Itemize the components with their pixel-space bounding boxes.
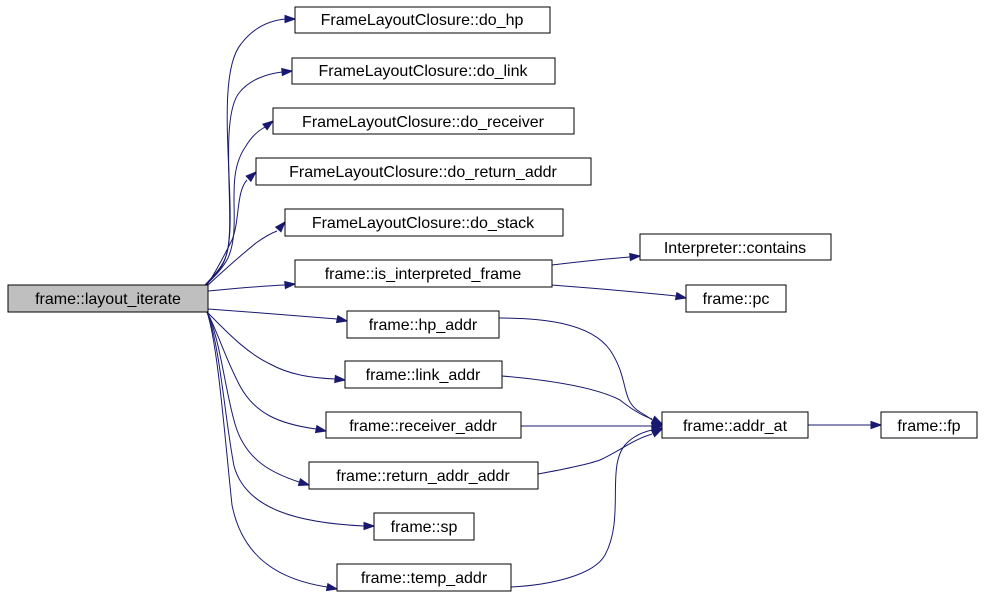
- edge-layout-iterate-to-temp-addr: [206, 311, 339, 592]
- node-do-return-addr[interactable]: FrameLayoutClosure::do_return_addr: [255, 157, 592, 186]
- arrowhead: [335, 314, 349, 324]
- call-edges: [204, 14, 883, 592]
- node-label: frame::return_addr_addr: [336, 468, 510, 485]
- edge-line: [207, 284, 286, 292]
- arrowhead: [314, 424, 328, 434]
- arrowhead: [334, 374, 347, 384]
- edge-link-addr-to-addr-at: [501, 375, 664, 425]
- node-label: frame::addr_at: [683, 418, 788, 435]
- edge-line: [498, 317, 653, 421]
- edge-line: [537, 433, 653, 475]
- arrowhead: [674, 291, 688, 301]
- edge-layout-iterate-to-link-addr: [206, 311, 347, 384]
- edge-line: [204, 18, 288, 286]
- edge-line: [206, 311, 317, 430]
- edge-is-interpreted-frame-to-pc: [551, 284, 688, 301]
- node-layout-iterate[interactable]: frame::layout_iterate: [7, 284, 209, 313]
- call-nodes: frame::layout_iterate FrameLayoutClosure…: [7, 6, 978, 592]
- node-do-stack[interactable]: FrameLayoutClosure::do_stack: [284, 208, 564, 237]
- node-link-addr[interactable]: frame::link_addr: [344, 360, 503, 389]
- node-label: Interpreter::contains: [664, 240, 806, 257]
- edge-layout-iterate-to-hp-addr: [207, 308, 349, 324]
- edge-line: [551, 284, 677, 297]
- node-label: FrameLayoutClosure::do_stack: [312, 215, 535, 232]
- edge-line: [204, 71, 283, 286]
- node-addr-at[interactable]: frame::addr_at: [661, 411, 809, 439]
- node-label: FrameLayoutClosure::do_hp: [321, 12, 524, 29]
- edge-layout-iterate-to-do-hp: [204, 14, 297, 286]
- edge-line: [205, 126, 266, 286]
- arrowhead: [274, 220, 287, 233]
- edge-receiver-addr-to-addr-at: [521, 421, 664, 431]
- edge-line: [501, 375, 653, 420]
- arrowhead: [284, 14, 297, 24]
- edge-line: [206, 311, 365, 527]
- node-label: frame::receiver_addr: [349, 418, 497, 435]
- edge-is-interpreted-frame-to-interpreter-contains: [551, 252, 642, 266]
- node-label: frame::layout_iterate: [35, 291, 181, 308]
- arrowhead: [245, 170, 258, 183]
- node-label: frame::sp: [391, 519, 458, 536]
- edge-layout-iterate-to-is-interpreted-frame: [207, 280, 297, 292]
- arrowhead: [363, 521, 376, 531]
- node-fp[interactable]: frame::fp: [880, 411, 978, 439]
- arrowhead: [629, 252, 642, 262]
- edge-line: [206, 311, 300, 483]
- edge-line: [206, 230, 278, 287]
- node-sp[interactable]: frame::sp: [373, 512, 475, 541]
- node-label: frame::pc: [703, 291, 770, 308]
- edge-temp-addr-to-addr-at: [510, 425, 664, 588]
- node-return-addr-addr[interactable]: frame::return_addr_addr: [308, 461, 539, 490]
- edge-line: [206, 179, 248, 286]
- arrowhead: [650, 415, 664, 425]
- arrowhead: [325, 582, 339, 592]
- edge-line: [206, 311, 336, 380]
- edge-layout-iterate-to-do-link: [204, 67, 294, 286]
- edge-layout-iterate-to-do-return-addr: [206, 170, 258, 286]
- arrowhead: [870, 420, 883, 430]
- edge-line: [206, 311, 328, 588]
- edge-hp-addr-to-addr-at: [498, 317, 664, 426]
- node-do-link[interactable]: FrameLayoutClosure::do_link: [291, 57, 556, 85]
- node-is-interpreted-frame[interactable]: frame::is_interpreted_frame: [294, 259, 553, 288]
- node-label: FrameLayoutClosure::do_return_addr: [289, 164, 557, 181]
- arrowhead: [284, 280, 297, 290]
- arrowhead: [297, 477, 311, 487]
- arrowhead: [262, 120, 275, 131]
- edge-layout-iterate-to-do-receiver: [205, 120, 275, 286]
- node-label: FrameLayoutClosure::do_link: [319, 63, 529, 80]
- edge-line: [510, 429, 653, 588]
- edge-return-addr-addr-to-addr-at: [537, 428, 664, 475]
- arrowhead: [650, 425, 664, 435]
- edge-layout-iterate-to-receiver-addr: [206, 311, 328, 434]
- node-label: frame::hp_addr: [369, 317, 478, 334]
- node-label: FrameLayoutClosure::do_receiver: [302, 114, 545, 131]
- node-label: frame::fp: [897, 418, 960, 435]
- edge-layout-iterate-to-return-addr-addr: [206, 311, 311, 487]
- node-do-hp[interactable]: FrameLayoutClosure::do_hp: [294, 6, 551, 34]
- node-hp-addr[interactable]: frame::hp_addr: [346, 310, 500, 339]
- edge-line: [551, 256, 631, 266]
- node-receiver-addr[interactable]: frame::receiver_addr: [325, 411, 522, 439]
- node-label: frame::temp_addr: [361, 570, 488, 587]
- node-temp-addr[interactable]: frame::temp_addr: [336, 563, 512, 592]
- node-pc[interactable]: frame::pc: [685, 284, 787, 313]
- edge-line: [207, 308, 338, 320]
- node-label: frame::is_interpreted_frame: [325, 266, 522, 283]
- node-do-receiver[interactable]: FrameLayoutClosure::do_receiver: [272, 107, 575, 135]
- node-label: frame::link_addr: [366, 367, 481, 384]
- edge-layout-iterate-to-do-stack: [206, 220, 287, 287]
- arrowhead: [281, 67, 294, 77]
- node-interpreter-contains[interactable]: Interpreter::contains: [639, 233, 832, 261]
- edge-layout-iterate-to-sp: [206, 311, 376, 531]
- edge-addr-at-to-fp: [807, 420, 883, 430]
